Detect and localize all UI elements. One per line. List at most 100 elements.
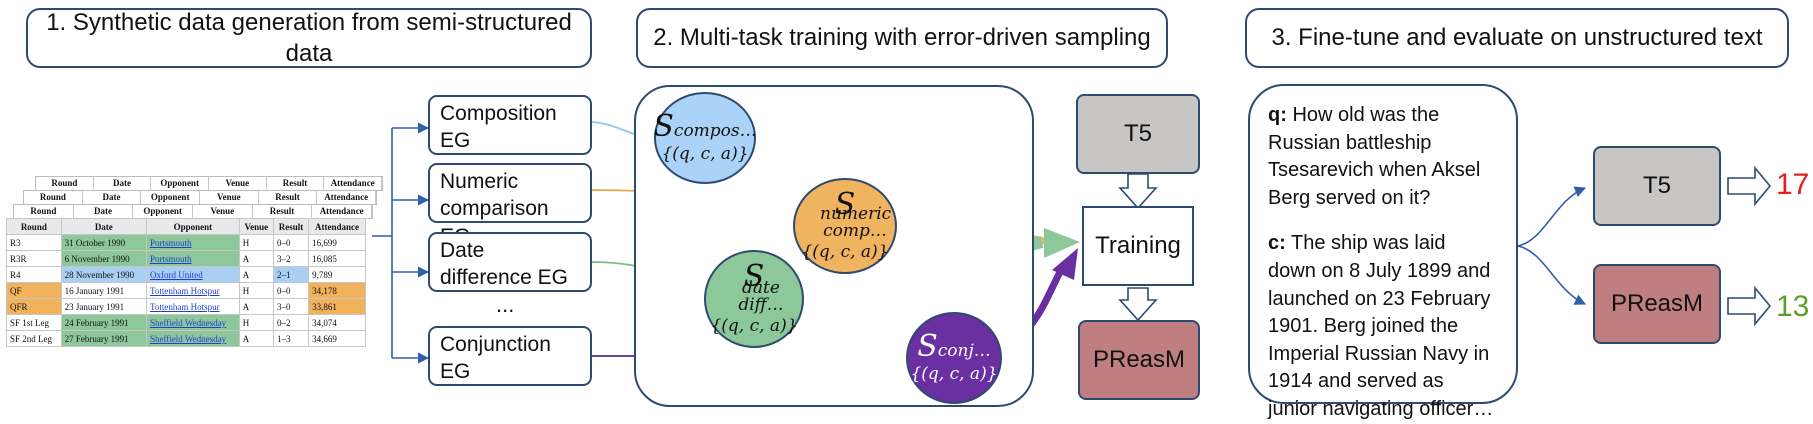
t5-to-training-arrow [1118,173,1158,210]
table-cell: 0–0 [272,234,310,251]
table-cell: Tottenham Hotspur [145,282,240,299]
table-cell: 16 January 1991 [60,282,147,299]
preasm-result-arrow [1727,285,1772,327]
column-header: Round [6,218,62,235]
table-row: R3R 6 November 1990 Portsmouth A 3–2 16,… [6,250,366,267]
set-symbol: S [834,187,856,222]
table-row: QF 16 January 1991 Tottenham Hotspur H 0… [6,282,366,299]
table-cell: 24 February 1991 [60,314,147,331]
table-cell: R3 [6,234,62,251]
table-cell: SF 2nd Leg [6,330,62,347]
date-sample-set: S date diff… {(q, c, a)} [704,250,804,348]
table-cell: R4 [6,266,62,283]
table-cell: 33,861 [308,298,366,315]
table-cell: 2–1 [272,266,310,283]
table-cell: 3–0 [272,298,310,315]
table-row: SF 2nd Leg 27 February 1991 Sheffield We… [6,330,366,347]
numeric-comparison-generator: Numeric comparison EG [428,163,592,248]
table-row: QFR 23 January 1991 Tottenham Hotspur A … [6,298,366,315]
composition-generator: Composition EG [428,95,592,155]
table-cell: A [238,298,274,315]
qca-tuple: {(q, c, a)} [801,242,889,262]
compos-sample-set: Scompos… {(q, c, a)} [653,92,757,184]
set-subscript: compos… [673,121,757,141]
training-arrowhead [1044,228,1080,258]
table-cell: 34,074 [308,314,366,331]
question-text: How old was the Russian battleship Tsesa… [1268,104,1481,209]
question-label: q: [1268,104,1287,126]
set-subscript: date diff… [738,278,784,315]
table-cell: Tottenham Hotspur [145,298,240,315]
source-web-table: Round Date Opponent Venue Result Attenda… [6,218,366,347]
section-1-header: 1. Synthetic data generation from semi-s… [26,8,592,68]
table-row: SF 1st Leg 24 February 1991 Sheffield We… [6,314,366,331]
table-cell: 3–2 [272,250,310,267]
table-cell: 34,178 [308,282,366,299]
table-cell: 0–0 [272,282,310,299]
table-cell: 9,789 [308,266,366,283]
table-cell: Portsmouth [145,250,240,267]
table-cell: H [238,314,274,331]
table-to-generator-bracket [372,122,430,364]
table-header-row: Round Date Opponent Venue Result Attenda… [6,218,366,235]
table-cell: Sheffield Wednesday [145,314,240,331]
section-2-header: 2. Multi-task training with error-driven… [636,8,1168,68]
context-label: c: [1268,232,1286,255]
table-row: R4 28 November 1990 Oxford United A 2–1 … [6,266,366,283]
table-cell: H [238,234,274,251]
table-cell: Portsmouth [145,234,240,251]
t5-eval-box: T5 [1593,146,1721,226]
preasm-eval-box: PReasM [1593,264,1721,344]
date-difference-generator: Date difference EG [428,232,592,292]
table-cell: 23 January 1991 [60,298,147,315]
t5-model-box: T5 [1076,94,1200,174]
table-cell: A [238,330,274,347]
table-cell: Sheffield Wednesday [145,330,240,347]
training-box: Training [1082,206,1194,286]
table-cell: 34,669 [308,330,366,347]
qca-tuple: {(q, c, a)} [710,316,798,336]
conj-arrowhead [1052,248,1078,280]
table-cell: Oxford United [145,266,240,283]
table-cell: 1–3 [272,330,310,347]
column-header: Venue [238,218,274,235]
qca-tuple: {(q, c, a)} [661,144,749,164]
column-header: Attendance [308,218,366,235]
table-row: R3 31 October 1990 Portsmouth H 0–0 16,6… [6,234,366,251]
table-cell: QFR [6,298,62,315]
set-subscript: numeric comp… [820,204,892,241]
table-cell: 0–2 [272,314,310,331]
set-symbol: S [653,109,674,144]
table-cell: 16,699 [308,234,366,251]
numeric-sample-set: S numeric comp… {(q, c, a)} [793,178,897,274]
qca-tuple: {(q, c, a)} [910,364,998,384]
table-cell: 16,085 [308,250,366,267]
table-cell: 31 October 1990 [60,234,147,251]
table-cell: A [238,250,274,267]
table-cell: A [238,266,274,283]
qa-example-box: q: How old was the Russian battleship Ts… [1248,84,1518,420]
conjunction-generator: Conjunction EG [428,326,592,386]
table-cell: 6 November 1990 [60,250,147,267]
column-header: Date [60,218,147,235]
set-symbol: S [743,259,765,294]
column-header: Result [272,218,310,235]
table-cell: 28 November 1990 [60,266,147,283]
table-cell: QF [6,282,62,299]
training-to-preasm-arrow [1118,287,1158,322]
section-3-header: 3. Fine-tune and evaluate on unstructure… [1245,8,1789,68]
table-cell: SF 1st Leg [6,314,62,331]
preasm-model-box: PReasM [1078,320,1200,400]
qa-to-models-branch [1517,186,1587,305]
context-block: c: The ship was laid down on 8 July 1899… [1268,230,1498,423]
column-header: Opponent [145,218,240,235]
t5-result-arrow [1727,165,1772,207]
set-subscript: conj… [937,341,991,361]
more-generators-ellipsis: ... [496,292,515,317]
conj-sample-set: Sconj… {(q, c, a)} [906,312,1002,404]
set-symbol: S [917,329,938,364]
table-cell: 27 February 1991 [60,330,147,347]
